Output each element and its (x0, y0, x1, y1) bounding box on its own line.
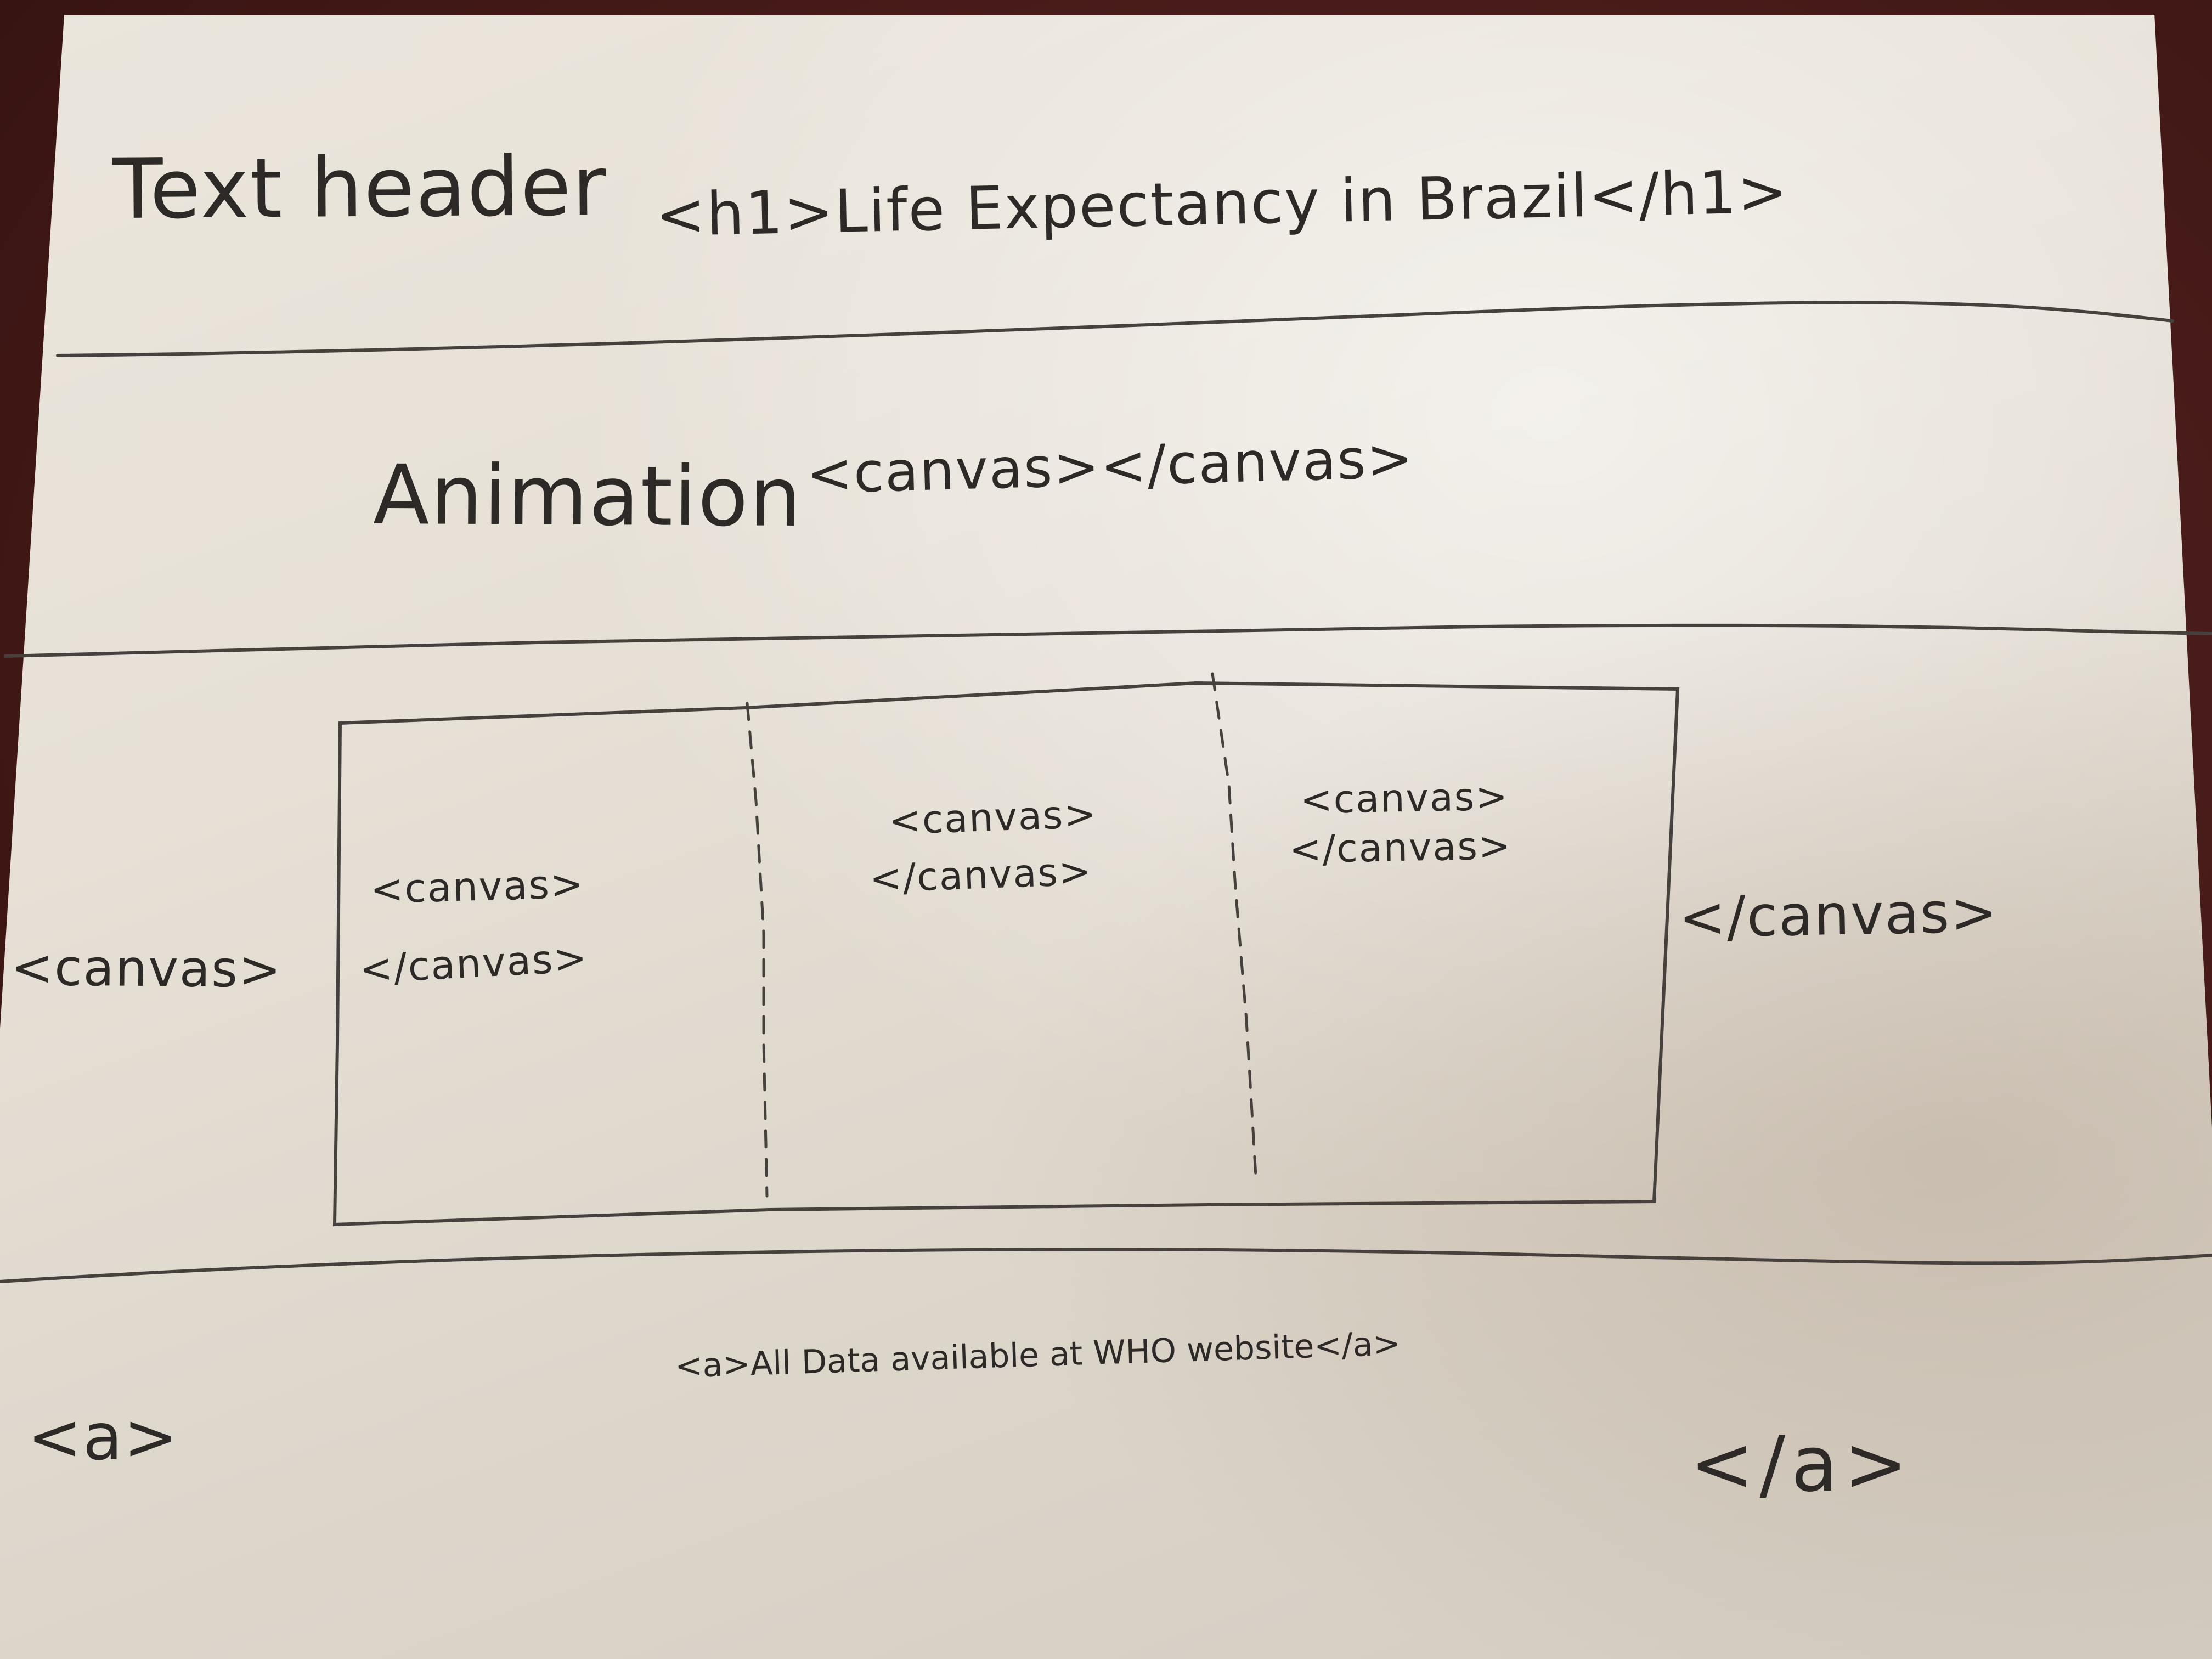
panel-divider-2 (1211, 672, 1258, 1187)
header-divider (56, 301, 2174, 357)
animation-label: Animation (373, 447, 803, 546)
panel-2-open: <canvas> (888, 791, 1098, 844)
header-label: Text header (112, 138, 608, 238)
panel-2-close: </canvas> (868, 848, 1093, 902)
canvas-frame (332, 681, 1680, 1227)
panel-1-open: <canvas> (369, 860, 585, 913)
animation-canvas-tag: <canvas></canvas> (805, 426, 1415, 506)
panel-1-close: </canvas> (358, 934, 589, 992)
animation-divider (4, 623, 2212, 658)
panel-3-open: <canvas> (1300, 774, 1509, 823)
footer-divider (0, 1248, 2212, 1283)
panel-3-close: </canvas> (1289, 823, 1513, 872)
outer-canvas-close: </canvas> (1678, 879, 1999, 951)
footer-anchor-close: </a> (1690, 1420, 1914, 1509)
outer-canvas-open: <canvas> (10, 938, 283, 1000)
footer-anchor-open: <a> (27, 1399, 179, 1475)
panel-divider-1 (746, 702, 769, 1198)
